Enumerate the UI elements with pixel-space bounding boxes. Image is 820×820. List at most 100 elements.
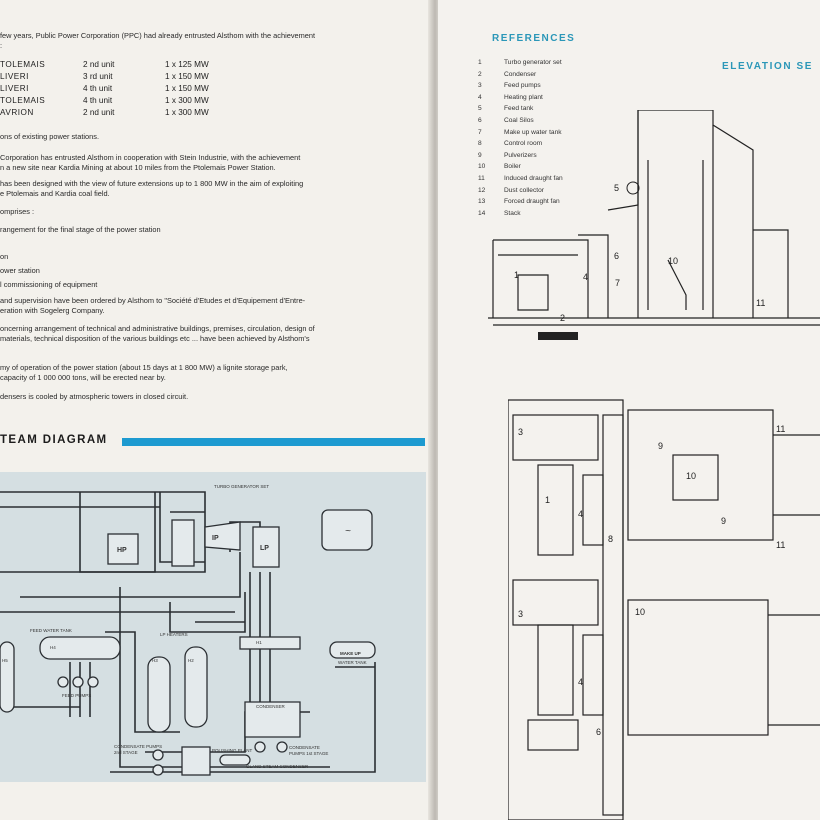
- ref-number: 2: [478, 70, 482, 78]
- label-ip: IP: [212, 535, 219, 542]
- ref-label: Pulverizers: [504, 151, 537, 159]
- plan-mark-8: 8: [608, 534, 613, 544]
- mark-11: 11: [756, 298, 765, 308]
- left-page: few years, Public Power Corporation (PPC…: [0, 0, 432, 820]
- plan-mark-6: 6: [596, 727, 601, 737]
- foundation-block: [538, 332, 578, 340]
- references-title: REFERENCES: [492, 33, 576, 44]
- reference-item: 14 Stack: [478, 208, 563, 220]
- paragraph: n a new site near Kardia Mining at about…: [0, 163, 276, 172]
- station: TOLEMAIS: [0, 59, 46, 69]
- ref-label: Coal Silos: [504, 116, 534, 124]
- ref-label: Turbo generator set: [504, 59, 562, 66]
- section-title: TEAM DIAGRAM: [0, 434, 108, 446]
- reference-item: 8 Control room: [478, 138, 563, 150]
- unit: 4 th unit: [83, 83, 113, 93]
- table-row: TOLEMAIS 4 th unit 1 x 300 MW: [0, 95, 209, 107]
- paragraph: and supervision have been ordered by Als…: [0, 296, 306, 305]
- capacity: 1 x 125 MW: [165, 59, 209, 69]
- paragraph: capacity of 1 000 000 tons, will be erec…: [0, 373, 166, 382]
- ref-label: Stack: [504, 209, 521, 217]
- station: AVRION: [0, 108, 34, 118]
- label-h5: H5: [2, 658, 8, 663]
- ref-number: 8: [478, 140, 482, 148]
- plan-mark-4: 4: [578, 509, 583, 519]
- reference-item: 1 Turbo generator set: [478, 57, 563, 69]
- paragraph: has been designed with the view of futur…: [0, 179, 304, 188]
- mark-1: 1: [514, 270, 519, 280]
- plan-mark-3: 3: [518, 427, 523, 437]
- ref-number: 3: [478, 82, 482, 90]
- ref-number: 9: [478, 151, 482, 159]
- ref-number: 14: [478, 209, 486, 217]
- ref-number: 5: [478, 105, 482, 113]
- label-cp2b: 2nd STAGE: [114, 750, 138, 755]
- paragraph: Corporation has entrusted Alsthom in coo…: [0, 153, 301, 162]
- section-bar: [122, 438, 425, 446]
- label-gland: GLAND STEAM CONDENSER: [246, 764, 309, 769]
- capacity: 1 x 300 MW: [165, 96, 209, 106]
- elevation-section-drawing: 1 2 4 5 6 7 10 11: [488, 110, 820, 340]
- ref-label: Forced draught fan: [504, 198, 560, 206]
- mark-4: 4: [583, 272, 588, 282]
- list-item: l commissioning of equipment: [0, 280, 98, 289]
- reference-item: 6 Coal Silos: [478, 115, 563, 127]
- plan-mark-11b: 11: [776, 540, 785, 550]
- station: LIVERI: [0, 83, 29, 93]
- unit: 4 th unit: [83, 96, 113, 106]
- unit: 3 rd unit: [83, 71, 113, 81]
- paragraph: e Ptolemais and Kardia coal field.: [0, 189, 110, 198]
- station: TOLEMAIS: [0, 96, 46, 106]
- label-h3: H3: [152, 658, 158, 663]
- ref-number: 4: [478, 93, 482, 101]
- capacity: 1 x 150 MW: [165, 71, 209, 81]
- list-item: rangement for the final stage of the pow…: [0, 225, 161, 234]
- paragraph: ons of existing power stations.: [0, 132, 100, 141]
- plan-mark-11: 11: [776, 424, 785, 434]
- mark-10: 10: [668, 256, 678, 266]
- label-cp2a: CONDENSATE PUMPS: [114, 744, 162, 749]
- reference-item: 9 Pulverizers: [478, 150, 563, 162]
- ref-label: Make up water tank: [504, 128, 562, 136]
- label-h4: H4: [50, 645, 56, 650]
- paragraph: eration with Sogelerg Company.: [0, 306, 105, 315]
- capacity: 1 x 150 MW: [165, 83, 209, 93]
- label-feed-pumps: FEED PUMPS: [62, 693, 91, 698]
- paragraph: oncerning arrangement of technical and a…: [0, 324, 315, 333]
- reference-item: 4 Heating plant: [478, 92, 563, 104]
- label-hp: HP: [117, 547, 127, 554]
- ref-label: Induced draught fan: [504, 174, 563, 182]
- label-cp1a: CONDENSATE: [289, 745, 320, 750]
- capacity: 1 x 300 MW: [165, 108, 209, 118]
- mark-5: 5: [614, 183, 619, 193]
- list-item: on: [0, 252, 9, 261]
- plan-mark-4b: 4: [578, 677, 583, 687]
- label-h1: H1: [256, 640, 262, 645]
- generator-symbol: ~: [345, 526, 351, 537]
- plan-drawing: 3 1 4 10 9 9 11 11 8 3 4 10 6: [508, 399, 820, 820]
- ref-number: 7: [478, 128, 482, 136]
- ref-number: 6: [478, 116, 482, 124]
- ref-label: Control room: [504, 140, 543, 148]
- label-turbo: TURBO GENERATOR SET: [214, 484, 269, 489]
- ref-label: Heating plant: [504, 93, 543, 101]
- table-row: LIVERI 4 th unit 1 x 150 MW: [0, 82, 209, 94]
- ref-number: 11: [478, 174, 485, 182]
- ref-number: 13: [478, 198, 486, 206]
- plan-mark-3b: 3: [518, 609, 523, 619]
- label-polishing: POLISHING PLANT: [212, 748, 253, 753]
- ref-number: 1: [478, 59, 482, 66]
- steam-diagram-drawing: ~ TURBO GENERATOR SET HP IP LP FEED WATE…: [0, 484, 376, 776]
- paragraph: my of operation of the power station (ab…: [0, 363, 288, 372]
- plan-mark-9: 9: [658, 441, 663, 451]
- plan-mark-10b: 10: [635, 607, 645, 617]
- label-feed-tank: FEED WATER TANK: [30, 628, 72, 633]
- ref-label: Boiler: [504, 163, 521, 171]
